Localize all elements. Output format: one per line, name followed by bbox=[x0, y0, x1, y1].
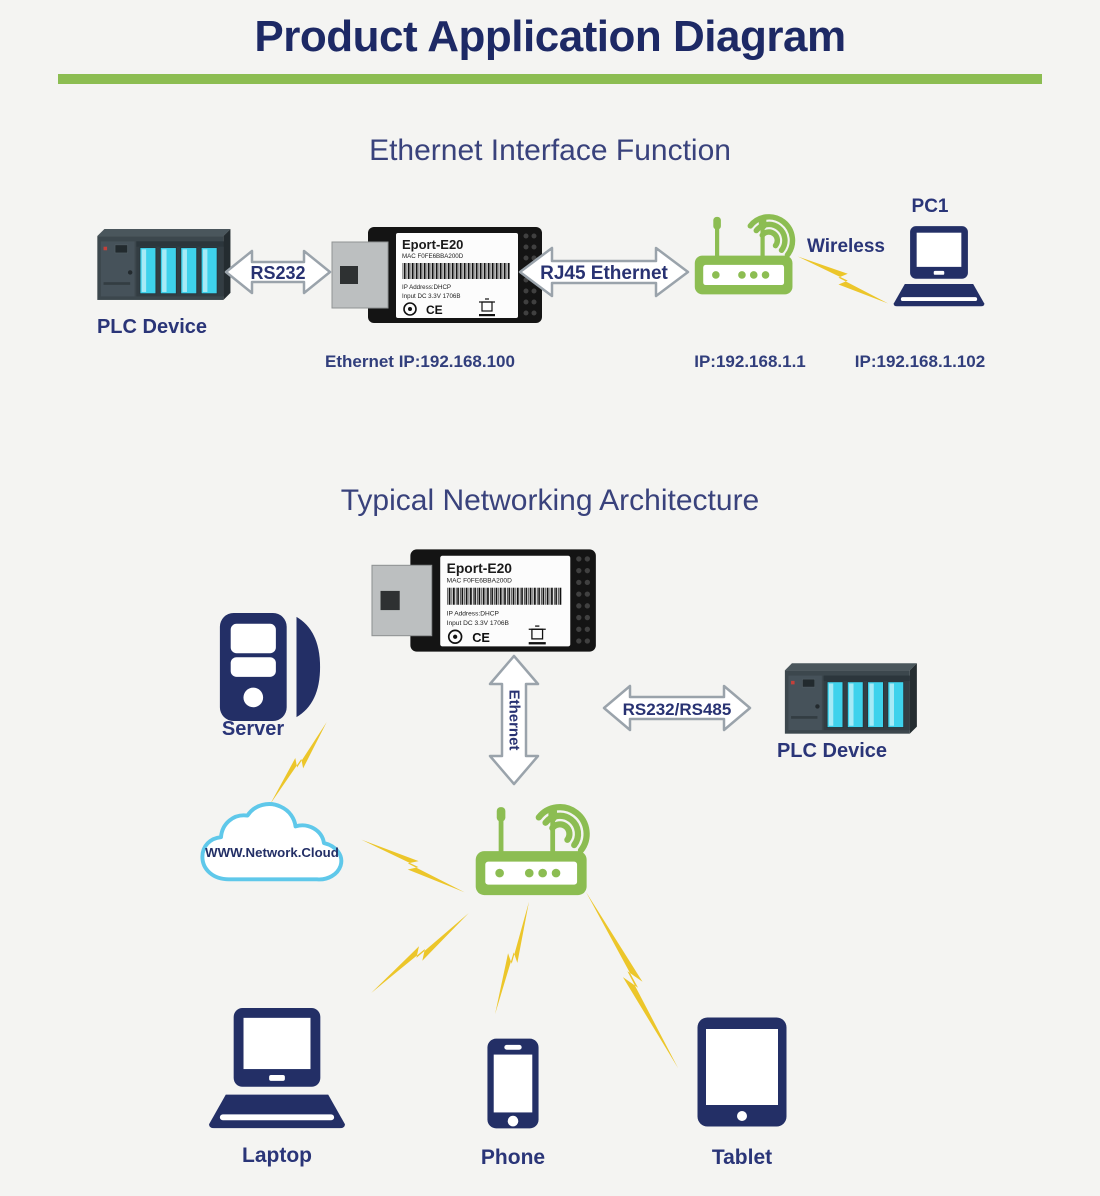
router-icon bbox=[468, 788, 602, 897]
module-ip-caption: Ethernet IP:192.168.100 bbox=[325, 352, 515, 371]
lightning-icon bbox=[371, 894, 469, 1012]
cloud-label: WWW.Network.Cloud bbox=[205, 845, 339, 860]
serial-arrow-label: RS232/RS485 bbox=[623, 700, 732, 719]
rj45-arrow-label: RJ45 Ethernet bbox=[540, 263, 668, 284]
antenna-icon bbox=[496, 807, 557, 854]
laptop-icon bbox=[893, 226, 985, 313]
server-icon bbox=[214, 611, 324, 724]
wifi-signal-icon bbox=[535, 804, 590, 854]
wifi-signal-icon bbox=[747, 214, 796, 258]
lightning-icon bbox=[270, 713, 327, 813]
laptop-label: Laptop bbox=[242, 1144, 312, 1167]
module-input: Input DC 3.3V 1706B bbox=[447, 620, 510, 627]
server-label: Server bbox=[221, 718, 285, 740]
ul-mark-icon bbox=[447, 629, 463, 644]
ul-mark-icon bbox=[403, 302, 417, 316]
double-arrow-icon bbox=[518, 246, 690, 298]
ethernet-arrow: Ethernet bbox=[486, 654, 542, 786]
pin-header-icon bbox=[576, 556, 591, 644]
page-title: Product Application Diagram bbox=[254, 12, 846, 61]
section1-heading: Ethernet Interface Function bbox=[369, 134, 731, 167]
eport-module-icon: Eport-E20 MAC F0FE6BBA200D IP Address:DH… bbox=[371, 544, 598, 657]
section2-heading: Typical Networking Architecture bbox=[340, 484, 760, 517]
router-icon bbox=[688, 200, 806, 296]
module-mac: MAC F0FE6BBA200D bbox=[402, 253, 464, 260]
double-arrow-icon bbox=[224, 249, 332, 295]
cloud-icon: WWW.Network.Cloud bbox=[192, 795, 352, 895]
module-name: Eport-E20 bbox=[447, 560, 513, 576]
rj45-ethernet-arrow: RJ45 Ethernet bbox=[518, 242, 690, 302]
laptop-icon bbox=[208, 1008, 346, 1138]
double-arrow-icon bbox=[602, 684, 752, 732]
rs232-arrow-label: RS232 bbox=[250, 263, 305, 283]
ce-mark: CE bbox=[426, 303, 443, 317]
module-ip: IP Address:DHCP bbox=[402, 284, 451, 291]
lightning-icon bbox=[557, 891, 706, 1069]
tablet-icon bbox=[696, 1016, 788, 1128]
tablet-label: Tablet bbox=[711, 1146, 773, 1169]
module-mac: MAC F0FE6BBA200D bbox=[447, 577, 512, 584]
lightning-icon bbox=[355, 839, 471, 893]
title-divider bbox=[58, 74, 1042, 84]
pc1-label: PC1 bbox=[911, 196, 949, 217]
plc1-label: PLC Device bbox=[96, 316, 208, 338]
phone-icon bbox=[486, 1037, 540, 1130]
lightning-icon bbox=[793, 256, 893, 304]
module-input: Input DC 3.3V 1706B bbox=[402, 293, 460, 300]
plc-icon bbox=[92, 222, 234, 314]
plc2-label: PLC Device bbox=[776, 740, 888, 762]
ce-mark: CE bbox=[472, 630, 490, 645]
barcode-icon bbox=[402, 263, 510, 279]
weee-bin-icon bbox=[528, 625, 546, 640]
module-ip: IP Address:DHCP bbox=[447, 610, 500, 617]
plc-icon bbox=[775, 658, 925, 746]
barcode-icon bbox=[446, 587, 562, 605]
lightning-icon bbox=[495, 900, 529, 1015]
ethernet-arrow-label: Ethernet bbox=[506, 690, 523, 751]
double-arrow-icon bbox=[488, 654, 540, 786]
rs232-arrow: RS232 bbox=[224, 246, 332, 298]
eport-module-icon: Eport-E20 MAC F0FE6BBA200D IP Address:DH… bbox=[331, 222, 544, 328]
weee-bin-icon bbox=[479, 298, 495, 312]
module-name: Eport-E20 bbox=[402, 237, 463, 252]
antenna-icon bbox=[713, 216, 767, 258]
phone-label: Phone bbox=[480, 1146, 546, 1169]
pc-ip-caption: IP:192.168.1.102 bbox=[854, 352, 986, 371]
serial-arrow: RS232/RS485 bbox=[602, 680, 752, 736]
wireless-label: Wireless bbox=[807, 236, 885, 257]
router-ip-caption: IP:192.168.1.1 bbox=[694, 352, 806, 371]
